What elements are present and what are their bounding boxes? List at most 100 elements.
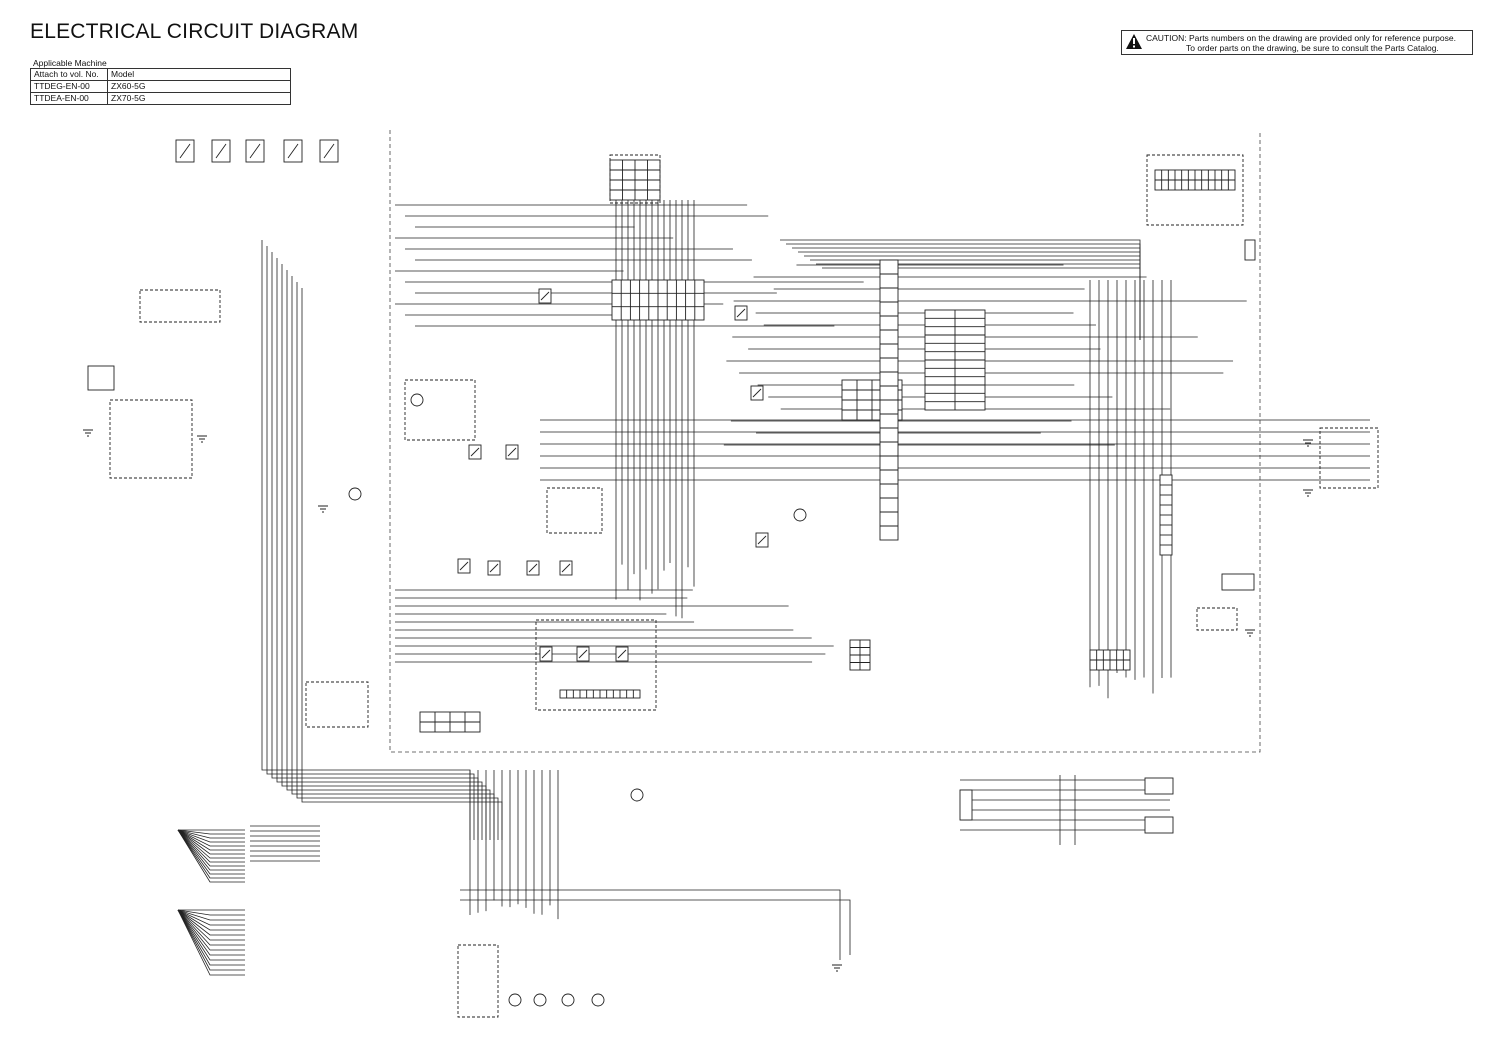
solenoid-coil-icon [561, 563, 571, 573]
solenoid-coil-icon [752, 388, 762, 398]
relay-switch-icon [179, 143, 191, 159]
wire [177, 909, 245, 921]
component-group [139, 289, 221, 323]
wire [177, 829, 245, 855]
component-group [109, 399, 193, 479]
applicable-machine-table: Attach to vol. No. Model TTDEG-EN-00 ZX6… [30, 68, 291, 105]
wire [177, 829, 245, 847]
wire [822, 267, 1141, 340]
wire [177, 909, 245, 976]
wire [177, 909, 245, 936]
motor-icon [410, 393, 424, 407]
ground-icon [1245, 629, 1255, 637]
components-layer [83, 139, 1379, 1018]
wire [177, 909, 245, 951]
component-group [1146, 154, 1244, 226]
motor-icon [591, 993, 605, 1007]
wire [177, 829, 245, 867]
wire [276, 258, 483, 840]
motor-icon [508, 993, 522, 1007]
component-icon [1221, 573, 1255, 591]
cell-model: ZX70-5G [107, 92, 291, 105]
wire [177, 829, 245, 875]
wire [281, 264, 487, 840]
wire [177, 829, 245, 851]
solenoid-coil-icon [459, 561, 469, 571]
relay-switch-icon [323, 143, 335, 159]
warning-triangle-icon [1126, 34, 1142, 49]
wire [177, 829, 245, 879]
solenoid-coil-icon [489, 563, 499, 573]
wire [177, 909, 245, 916]
wire [177, 829, 245, 835]
component-group [546, 487, 603, 534]
wire [286, 270, 491, 840]
component-group [404, 379, 476, 441]
solenoid-coil-icon [470, 447, 480, 457]
wire [266, 246, 475, 840]
component-group [457, 944, 499, 1018]
applicable-machine-label: Applicable Machine [33, 58, 107, 68]
component-icon [1144, 777, 1174, 795]
wire [177, 829, 245, 863]
table-row: TTDEA-EN-00 ZX70-5G [30, 92, 291, 105]
relay-switch-icon [249, 143, 261, 159]
ground-icon [1303, 439, 1313, 447]
ground-icon [1303, 489, 1313, 497]
ground-icon [197, 435, 207, 443]
wire [177, 909, 245, 971]
motor-icon [348, 487, 362, 501]
solenoid-coil-icon [528, 563, 538, 573]
component-group [535, 619, 657, 711]
page-title: ELECTRICAL CIRCUIT DIAGRAM [30, 20, 359, 43]
component-icon [1244, 239, 1256, 261]
wire [291, 276, 495, 840]
wire [177, 909, 245, 966]
motor-icon [561, 993, 575, 1007]
motor-icon [533, 993, 547, 1007]
ground-icon [832, 964, 842, 972]
wiring-layer [177, 200, 1370, 976]
wire [177, 909, 245, 926]
solenoid-coil-icon [578, 649, 588, 659]
wire [177, 909, 245, 931]
wire [296, 282, 499, 840]
wire [177, 829, 245, 839]
component-group [1196, 607, 1238, 631]
component-icon [1144, 816, 1174, 834]
component-icon [959, 789, 973, 821]
component-group [1319, 427, 1379, 489]
caution-text-line2: To order parts on the drawing, be sure t… [1186, 43, 1439, 53]
wire [177, 829, 245, 859]
solenoid-coil-icon [540, 291, 550, 301]
component-group [305, 681, 369, 728]
wire [177, 909, 245, 941]
caution-box: CAUTION: Parts numbers on the drawing ar… [1121, 30, 1473, 55]
wire [177, 829, 245, 883]
wire [261, 240, 471, 840]
motor-icon [793, 508, 807, 522]
component-group [609, 154, 661, 204]
wire [177, 909, 245, 946]
ground-icon [318, 505, 328, 513]
ground-icon [83, 429, 93, 437]
wire [177, 909, 245, 961]
relay-switch-icon [215, 143, 227, 159]
wire [301, 288, 503, 840]
wire [177, 909, 245, 956]
caution-text-line1: CAUTION: Parts numbers on the drawing ar… [1146, 33, 1456, 43]
solenoid-coil-icon [507, 447, 517, 457]
solenoid-coil-icon [541, 649, 551, 659]
starter-relay-icon [87, 365, 115, 391]
wire [460, 889, 841, 960]
solenoid-coil-icon [757, 535, 767, 545]
solenoid-coil-icon [617, 649, 627, 659]
wire [177, 829, 245, 843]
solenoid-coil-icon [736, 308, 746, 318]
relay-switch-icon [287, 143, 299, 159]
controller-frame [389, 130, 1261, 753]
wire [460, 899, 851, 955]
motor-icon [630, 788, 644, 802]
wire [177, 829, 245, 871]
